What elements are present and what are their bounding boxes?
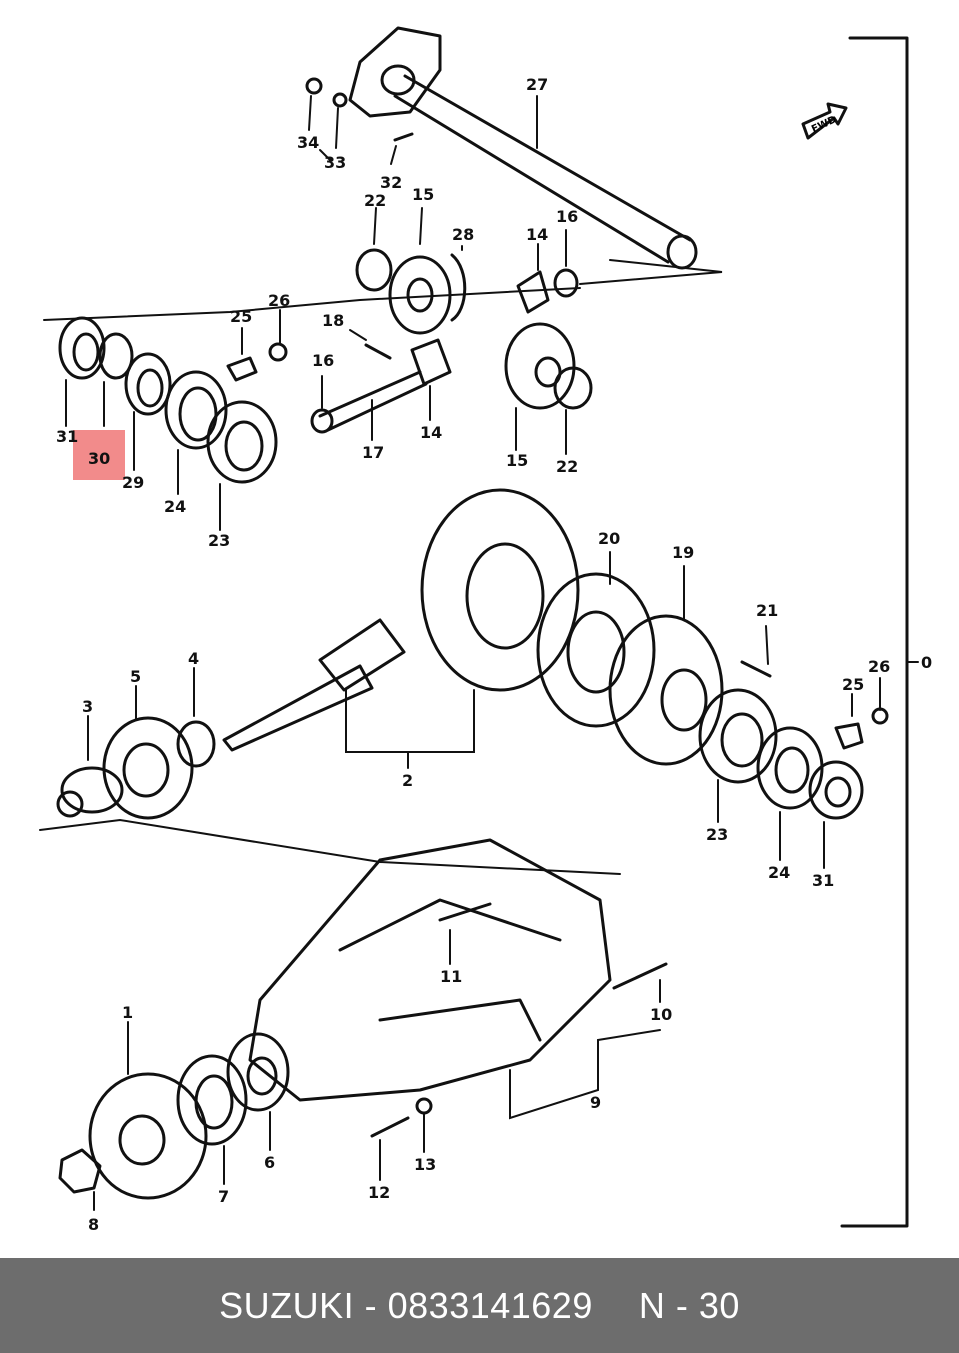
label-part-17: 17 xyxy=(362,443,384,462)
exploded-parts-diagram: FWD xyxy=(39,26,932,1234)
label-part-19: 19 xyxy=(672,543,694,562)
label-part-10: 10 xyxy=(650,1005,672,1024)
fwd-arrow-icon: FWD xyxy=(801,102,848,140)
label-part-12: 12 xyxy=(368,1183,390,1202)
companion-flange-group xyxy=(58,1021,290,1211)
axle-shaft-group xyxy=(305,26,723,285)
label-part-0: 0 xyxy=(921,653,932,672)
label-part-23a: 23 xyxy=(208,531,230,550)
brand-name: SUZUKI xyxy=(219,1284,355,1326)
label-part-3: 3 xyxy=(82,697,93,716)
ref-number: 30 xyxy=(698,1284,740,1326)
label-part-15a: 15 xyxy=(412,185,434,204)
footer-separator: - xyxy=(364,1284,378,1326)
label-part-32: 32 xyxy=(380,173,402,192)
label-part-21: 21 xyxy=(756,601,778,620)
label-part-16b: 16 xyxy=(312,351,334,370)
label-part-29: 29 xyxy=(122,473,144,492)
label-part-25a: 25 xyxy=(230,307,252,326)
label-part-25b: 25 xyxy=(842,675,864,694)
label-part-16a: 16 xyxy=(556,207,578,226)
assembly-bracket xyxy=(840,36,919,1228)
label-part-18: 18 xyxy=(322,311,344,330)
part-info-footer: SUZUKI - 0833141629 N - 30 xyxy=(0,1258,959,1353)
label-part-8: 8 xyxy=(88,1215,99,1234)
label-part-9: 9 xyxy=(590,1093,601,1112)
label-part-31a: 31 xyxy=(56,427,78,446)
label-part-1: 1 xyxy=(122,1003,133,1022)
label-part-27: 27 xyxy=(526,75,548,94)
label-part-15b: 15 xyxy=(506,451,528,470)
label-part-24b: 24 xyxy=(768,863,790,882)
label-part-22a: 22 xyxy=(364,191,386,210)
label-part-14b: 14 xyxy=(420,423,442,442)
label-part-4: 4 xyxy=(188,649,199,668)
label-part-11: 11 xyxy=(440,967,462,986)
label-part-34: 34 xyxy=(297,133,319,152)
label-part-2: 2 xyxy=(402,771,413,790)
label-part-31b: 31 xyxy=(812,871,834,890)
pinion-shaft-group xyxy=(39,618,621,875)
label-part-7: 7 xyxy=(218,1187,229,1206)
label-part-26a: 26 xyxy=(268,291,290,310)
label-part-6: 6 xyxy=(264,1153,275,1172)
side-gear-cluster xyxy=(43,207,593,455)
label-part-5: 5 xyxy=(130,667,141,686)
label-part-22b: 22 xyxy=(556,457,578,476)
ring-gear-carrier-group xyxy=(420,488,889,869)
label-part-14a: 14 xyxy=(526,225,548,244)
label-part-23b: 23 xyxy=(706,825,728,844)
ref-prefix: N xyxy=(638,1284,666,1326)
label-part-20: 20 xyxy=(598,529,620,548)
label-part-30: 30 xyxy=(88,449,110,468)
label-part-33: 33 xyxy=(324,153,346,172)
axle-housing-group xyxy=(248,838,668,1181)
label-part-28: 28 xyxy=(452,225,474,244)
label-part-13: 13 xyxy=(414,1155,436,1174)
label-part-24a: 24 xyxy=(164,497,186,516)
ref-separator: - xyxy=(675,1284,689,1326)
part-number: 0833141629 xyxy=(387,1284,593,1326)
left-bearing-stack xyxy=(58,309,288,531)
label-part-26b: 26 xyxy=(868,657,890,676)
part-labels: 27 34 33 32 22 15 28 14 16 25 26 18 16 3… xyxy=(56,75,932,1234)
highlighted-part-marker xyxy=(73,430,125,480)
